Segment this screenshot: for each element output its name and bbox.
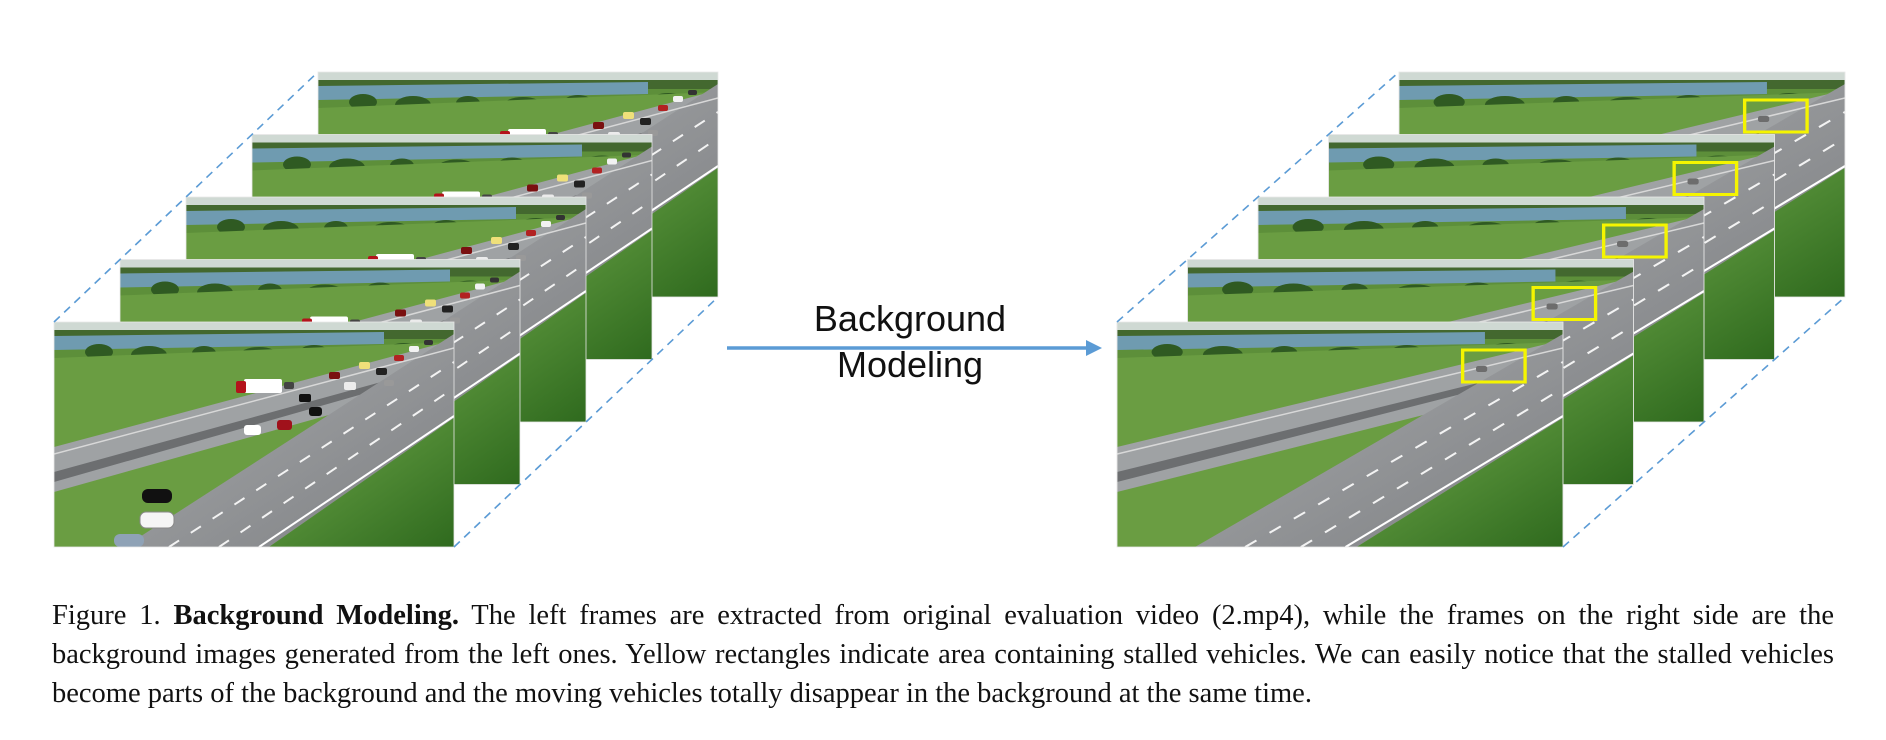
right-stack-stalled-vehicle-box-5 [1742, 98, 1809, 134]
right-stack-stalled-vehicle-box-4 [1672, 161, 1739, 196]
caption-text: The left frames are extracted from origi… [52, 600, 1834, 709]
right-stack-stalled-vehicle-box-1 [1460, 348, 1527, 384]
arrow-label-line-2: Modeling [836, 344, 984, 385]
caption-label: Figure 1. [52, 600, 161, 631]
figure-caption: Figure 1. Background Modeling. The left … [52, 596, 1834, 713]
figure: Background Modeling [53, 71, 1846, 548]
right-stack-frame-1 [1116, 321, 1564, 548]
left-stack-guide-bottom [453, 296, 719, 548]
right-stack-guide-top [1116, 71, 1400, 323]
left-stack-guide-top [53, 71, 319, 323]
left-stack-frame-1 [53, 321, 455, 548]
right-stack-stalled-vehicle-box-2 [1531, 286, 1598, 321]
right-stack-stalled-vehicle-box-3 [1601, 223, 1668, 259]
figure-graphic [53, 71, 1846, 548]
arrow-label-line-1: Background [813, 298, 1007, 339]
background-modeling-arrow [727, 340, 1102, 356]
right-stack-guide-bottom [1562, 296, 1846, 548]
caption-title: Background Modeling. [173, 600, 459, 631]
